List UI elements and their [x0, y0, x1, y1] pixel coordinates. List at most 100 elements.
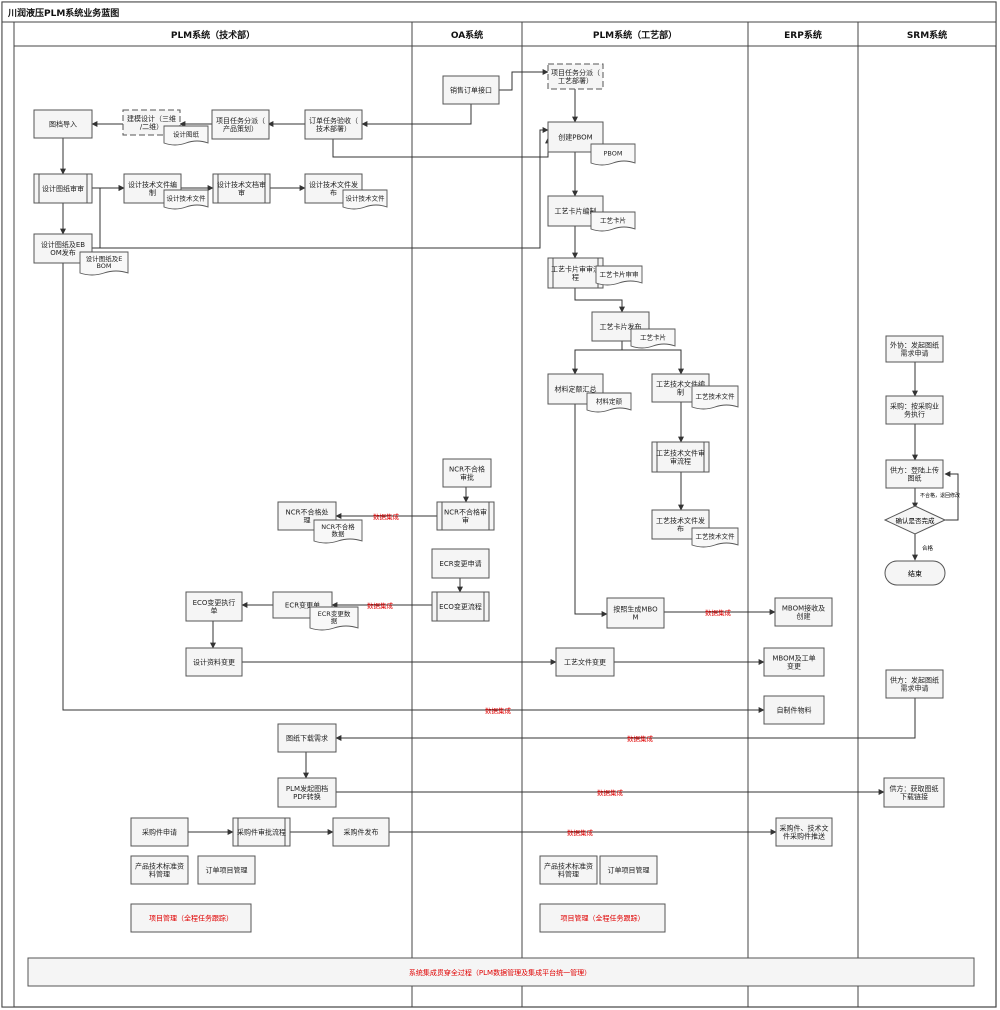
process-node-n14[interactable]: 工艺卡片审审流程: [547, 257, 604, 289]
process-node-n44[interactable]: 采购件发布: [332, 817, 390, 847]
document-d1[interactable]: 设计图纸: [163, 125, 209, 146]
process-label: 采购件申请: [142, 828, 177, 837]
document-d4[interactable]: 设计技术文件: [342, 189, 388, 210]
process-node-n7[interactable]: 创建PBOM: [547, 121, 604, 153]
process-node-n10[interactable]: 设计技术文档审审: [212, 173, 271, 204]
process-node-n24[interactable]: ECO变更执行单: [185, 591, 243, 622]
document-d3[interactable]: 设计技术文件: [163, 189, 209, 210]
process-node-n34[interactable]: 采购：按采购业务执行: [885, 395, 944, 425]
edge-label-download: 数据集成: [627, 734, 654, 743]
process-label: 工艺卡片编制: [555, 207, 597, 216]
document-d10[interactable]: 工艺技术文件: [691, 385, 739, 410]
process-label: 订单任务验收（技术部署）: [309, 116, 358, 133]
process-label: 工艺文件变更: [564, 658, 606, 667]
document-shape: [342, 189, 388, 210]
process-label: 采购：按采购业务执行: [890, 402, 939, 419]
process-node-n2[interactable]: 销售订单接口: [442, 75, 500, 105]
process-node-n51[interactable]: 项目管理（全程任务跟踪）: [539, 903, 666, 933]
process-node-n28[interactable]: 工艺文件变更: [555, 647, 615, 677]
process-box: [185, 591, 243, 622]
process-label: 工艺卡片审审流程: [551, 265, 600, 282]
process-node-n42[interactable]: 采购件申请: [130, 817, 189, 847]
process-node-n25[interactable]: ECR变更单: [272, 591, 333, 619]
process-label: ECR变更单: [285, 601, 320, 610]
process-node-n3[interactable]: 订单任务验收（技术部署）: [304, 109, 363, 140]
document-d9[interactable]: 材料定额: [586, 392, 632, 413]
process-node-n32[interactable]: 自制件物料: [763, 695, 825, 725]
document-d8[interactable]: 工艺卡片: [630, 328, 676, 349]
process-box: [539, 903, 666, 933]
process-label: 工艺技术文件发布: [656, 516, 705, 533]
process-label: 工艺卡片发布: [600, 322, 642, 331]
process-box: [33, 173, 93, 204]
process-label: 创建PBOM: [558, 133, 592, 142]
process-box: [547, 63, 604, 90]
document-d5[interactable]: 工艺卡片: [590, 211, 636, 232]
process-node-n33[interactable]: 外协：发起图纸需求申请: [885, 335, 944, 363]
document-label: 工艺卡片: [640, 333, 666, 342]
edge-ebom-to-techfile: [92, 185, 125, 249]
lane-title-oa: OA系统: [451, 29, 483, 41]
process-box: [332, 817, 390, 847]
process-node-n49[interactable]: 产品技术标准资料管理: [539, 855, 598, 885]
edge-release-to-craftfile: [621, 341, 684, 375]
document-d12[interactable]: 工艺技术文件: [691, 527, 739, 548]
process-node-n48[interactable]: 项目管理（全程任务跟踪）: [130, 903, 252, 933]
document-d11[interactable]: NCR不合格数据: [313, 519, 363, 544]
process-label: 设计资料变更: [193, 658, 235, 667]
document-d2[interactable]: PBOM: [590, 143, 636, 166]
process-node-n39[interactable]: 图纸下载需求: [277, 723, 337, 753]
process-node-n31[interactable]: MBOM及工单变更: [763, 647, 825, 677]
process-label: 项目任务分派（产品策划）: [216, 116, 265, 133]
decision-no-label: 不合格，退回修改: [920, 492, 960, 499]
process-node-n4[interactable]: 项目任务分派（产品策划）: [211, 109, 270, 140]
process-node-n9[interactable]: 设计技术文件编制: [123, 173, 182, 204]
process-node-n27[interactable]: 设计资料变更: [185, 647, 243, 677]
document-shape: [309, 606, 359, 631]
process-box: [606, 597, 665, 629]
process-node-n41[interactable]: 供方：获取图纸下载链接: [883, 777, 945, 808]
process-box: [436, 501, 495, 531]
edge-label-pdf: 数据集成: [597, 788, 624, 797]
end-terminator[interactable]: 结束: [884, 560, 946, 586]
process-node-n6[interactable]: 图档导入: [33, 109, 93, 139]
process-label: NCR不合格审审: [444, 508, 487, 525]
process-node-n20[interactable]: NCR不合格审批: [442, 458, 492, 488]
process-node-n23[interactable]: ECR变更申请: [431, 548, 490, 579]
process-label: 设计技术文档审审: [217, 180, 266, 197]
process-node-n18[interactable]: 工艺技术文件审审流程: [651, 441, 710, 473]
process-box: [774, 597, 833, 627]
process-node-n35[interactable]: 供方：登陆上传图纸: [885, 459, 944, 489]
process-box: [442, 75, 500, 105]
process-node-n30[interactable]: MBOM接收及创建: [774, 597, 833, 627]
decision-confirm[interactable]: 确认是否完成: [883, 505, 947, 535]
process-label: 建模设计（三维/二维）: [127, 114, 176, 131]
process-box: [885, 459, 944, 489]
process-node-n46[interactable]: 产品技术标准资料管理: [130, 855, 189, 885]
process-box: [211, 109, 270, 140]
edge-labels: 数据集成 数据集成 数据集成 数据集成 数据集成 数据集成 数据集成 不合格，退…: [367, 492, 960, 837]
process-label: 供方：发起图纸需求申请: [890, 676, 939, 693]
process-node-n38[interactable]: 供方：发起图纸需求申请: [885, 669, 944, 699]
process-node-n26[interactable]: ECO变更流程: [431, 591, 490, 622]
process-label: 工艺技术文件编制: [656, 380, 705, 397]
lane-srm: SRM系统: [857, 21, 997, 1008]
document-d13[interactable]: ECR变更数据: [309, 606, 359, 631]
process-label: NCR不合格处理: [286, 508, 329, 525]
process-node-n21[interactable]: NCR不合格审审: [436, 501, 495, 531]
document-label: 设计技术文件: [167, 194, 207, 203]
lane-title-srm: SRM系统: [907, 29, 947, 41]
process-node-n1[interactable]: 项目任务分派（工艺部署）: [547, 63, 604, 90]
process-node-n8[interactable]: 设计图纸审审: [33, 173, 93, 204]
pool-title-bar: [1, 1, 997, 23]
process-node-n43[interactable]: 采购件审批流程: [232, 817, 291, 847]
process-node-n45[interactable]: 采购件、技术文件采购件推送: [775, 817, 833, 847]
process-node-n50[interactable]: 订单项目管理: [599, 855, 658, 885]
process-box: [130, 903, 252, 933]
process-node-n47[interactable]: 订单项目管理: [197, 855, 256, 885]
document-d7[interactable]: 工艺卡片审审: [595, 265, 643, 286]
